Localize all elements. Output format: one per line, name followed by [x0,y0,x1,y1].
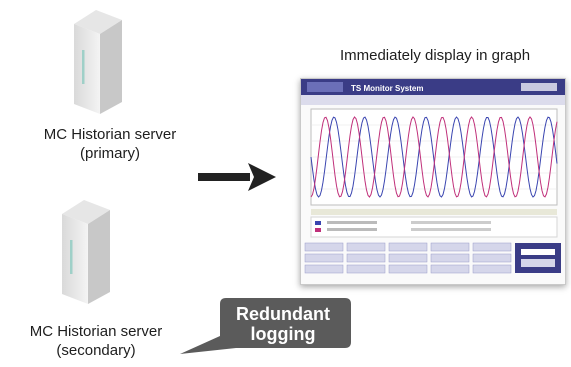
screenshot-title: TS Monitor System [351,84,423,93]
secondary-server-name: MC Historian server [29,323,163,340]
secondary-server-icon [62,200,110,304]
callout-line2: logging [250,324,316,344]
primary-server-icon [74,10,122,114]
primary-server-label: MC Historian server (primary) [20,125,200,163]
pink-waveform [310,116,558,198]
monitor-screenshot: TS Monitor System [300,78,566,285]
callout-line1: Redundant [236,304,330,324]
callout-bubble [180,298,351,354]
blue-waveform [310,116,558,198]
monitor-screenshot-graphic: TS Monitor System [301,79,565,274]
graph-caption: Immediately display in graph [339,47,531,64]
secondary-server-role: (secondary) [56,342,136,359]
primary-server-name: MC Historian server [43,126,177,143]
callout-text: Redundant logging [223,304,343,344]
secondary-server-label: MC Historian server (secondary) [6,322,186,360]
primary-server-role: (primary) [80,145,140,162]
flow-arrow-icon [198,163,276,191]
